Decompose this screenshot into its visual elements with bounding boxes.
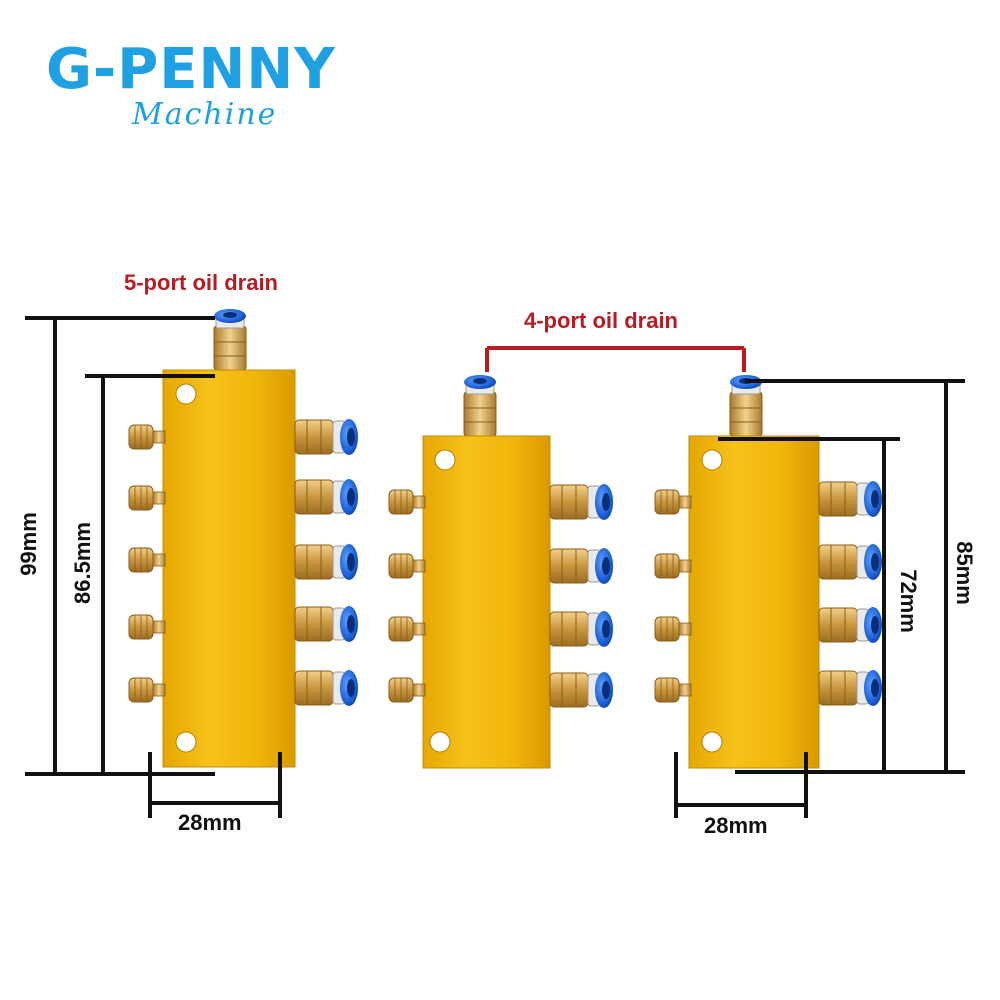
brand-logo-subtitle: Machine [132, 97, 278, 132]
four-port-distributor-front [388, 374, 614, 769]
dim-left-body-height: 86.5mm [69, 522, 95, 604]
dimension-lines [25, 316, 965, 818]
five-port-label: 5-port oil drain [124, 270, 278, 295]
dim-right-width: 28mm [704, 813, 768, 838]
five-port-distributor [128, 308, 359, 768]
dim-left-width: 28mm [178, 810, 242, 835]
dim-left-total-height: 99mm [15, 512, 41, 576]
four-port-bracket [485, 346, 746, 372]
dim-right-total-height: 85mm [951, 541, 977, 605]
dim-right-body-height: 72mm [895, 569, 921, 633]
four-port-label: 4-port oil drain [524, 308, 678, 333]
four-port-distributor-side [654, 374, 883, 769]
brand-logo-title: G-PENNY [46, 37, 336, 102]
